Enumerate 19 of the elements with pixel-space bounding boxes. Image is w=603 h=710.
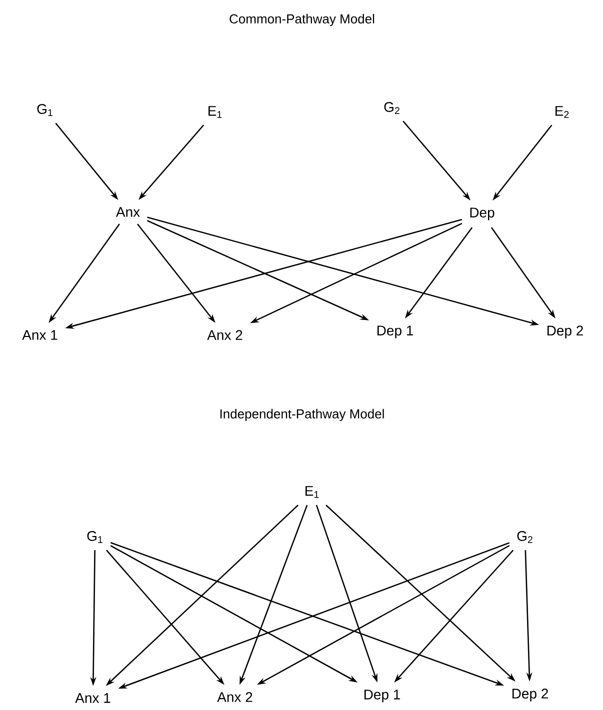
variable-label: Dep 2: [547, 326, 583, 338]
variable-label: Dep 1: [364, 690, 400, 702]
variable-label: Anx 1: [22, 330, 58, 340]
variable-label: G$_{1}$: [87, 531, 102, 543]
variable-label: G$_{2}$: [517, 531, 532, 543]
variable-label: Dep 1: [377, 326, 413, 338]
section-heading: Independent-Pathway Model: [220, 408, 384, 422]
variable-label: E$_{2}$: [556, 106, 569, 118]
variable-label: G$_{2}$: [384, 102, 400, 114]
variable-label: Anx 2: [217, 692, 252, 702]
diagram-title: Common-Pathway Model: [230, 14, 374, 26]
variable-label: Dep: [470, 208, 494, 220]
variable-label: G$_{1}$: [37, 104, 52, 116]
variable-label: E$_{1}$: [208, 106, 222, 118]
variable-label: Anx 2: [207, 330, 242, 340]
variable-label: E$_{1}$: [306, 486, 319, 498]
variable-label: Dep 2: [512, 688, 548, 702]
variable-label: Anx: [116, 207, 140, 217]
variable-label: Anx 1: [75, 693, 110, 703]
